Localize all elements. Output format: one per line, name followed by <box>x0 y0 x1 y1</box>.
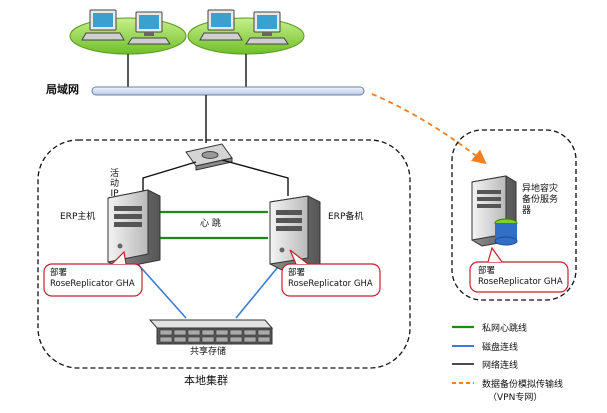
active-ip-label: 活 动 IP <box>110 169 120 199</box>
deploy-callout-primary-box <box>43 263 143 297</box>
deploy-remote-text: 部署 RoseReplicator GHA <box>478 266 563 287</box>
deploy-backup-line1: 部署 <box>288 268 306 278</box>
local-cluster-label: 本地集群 <box>184 374 228 387</box>
deploy-primary-text: 部署 RoseReplicator GHA <box>50 268 135 289</box>
shared-storage-array <box>148 319 274 345</box>
legend-note: （VPN专网） <box>488 393 543 403</box>
legend-label-heartbeat: 私网心跳线 <box>482 324 528 334</box>
workstation-group-left <box>69 9 187 55</box>
deploy-callout-backup-pointer <box>289 249 309 265</box>
deploy-primary-line2: RoseReplicator GHA <box>50 278 135 289</box>
erp-backup-label: ERP备机 <box>328 212 364 222</box>
network-line-switch-backup <box>221 159 289 196</box>
deploy-remote-line1: 部署 <box>478 266 496 276</box>
deploy-primary-line1: 部署 <box>50 268 68 278</box>
network-switch <box>185 143 233 171</box>
heartbeat-label: 心 跳 <box>200 219 221 229</box>
shared-storage-label: 共享存储 <box>190 347 227 357</box>
remote-backup-server <box>471 175 518 247</box>
lan-label: 局域网 <box>46 83 79 96</box>
lan-bus <box>91 86 365 96</box>
deploy-remote-line2: RoseReplicator GHA <box>478 276 563 287</box>
deploy-callout-backup-box <box>281 263 381 297</box>
legend-label-disk: 磁盘连线 <box>482 343 519 353</box>
legend-label-backup: 数据备份模拟传输线 <box>482 380 564 390</box>
backup-transfer-line <box>371 93 487 165</box>
remote-server-label: 异地容灾 备份服务 器 <box>522 184 559 216</box>
workstation-group-right <box>187 9 305 55</box>
deploy-backup-line2: RoseReplicator GHA <box>288 278 373 289</box>
disk-line-backup <box>235 261 283 319</box>
deploy-backup-text: 部署 RoseReplicator GHA <box>288 268 373 289</box>
erp-primary-server <box>107 189 161 269</box>
remote-site-boundary <box>451 129 577 301</box>
deploy-callout-remote-pointer <box>487 246 503 263</box>
erp-primary-label: ERP主机 <box>60 212 96 222</box>
legend-label-network: 网络连线 <box>482 361 519 371</box>
deploy-callout-primary-pointer <box>111 250 127 265</box>
disk-line-primary <box>135 261 187 319</box>
network-line-switch-primary <box>142 161 197 192</box>
erp-backup-server <box>269 195 321 271</box>
deploy-callout-remote-box <box>469 261 569 293</box>
local-cluster-boundary <box>37 139 411 369</box>
